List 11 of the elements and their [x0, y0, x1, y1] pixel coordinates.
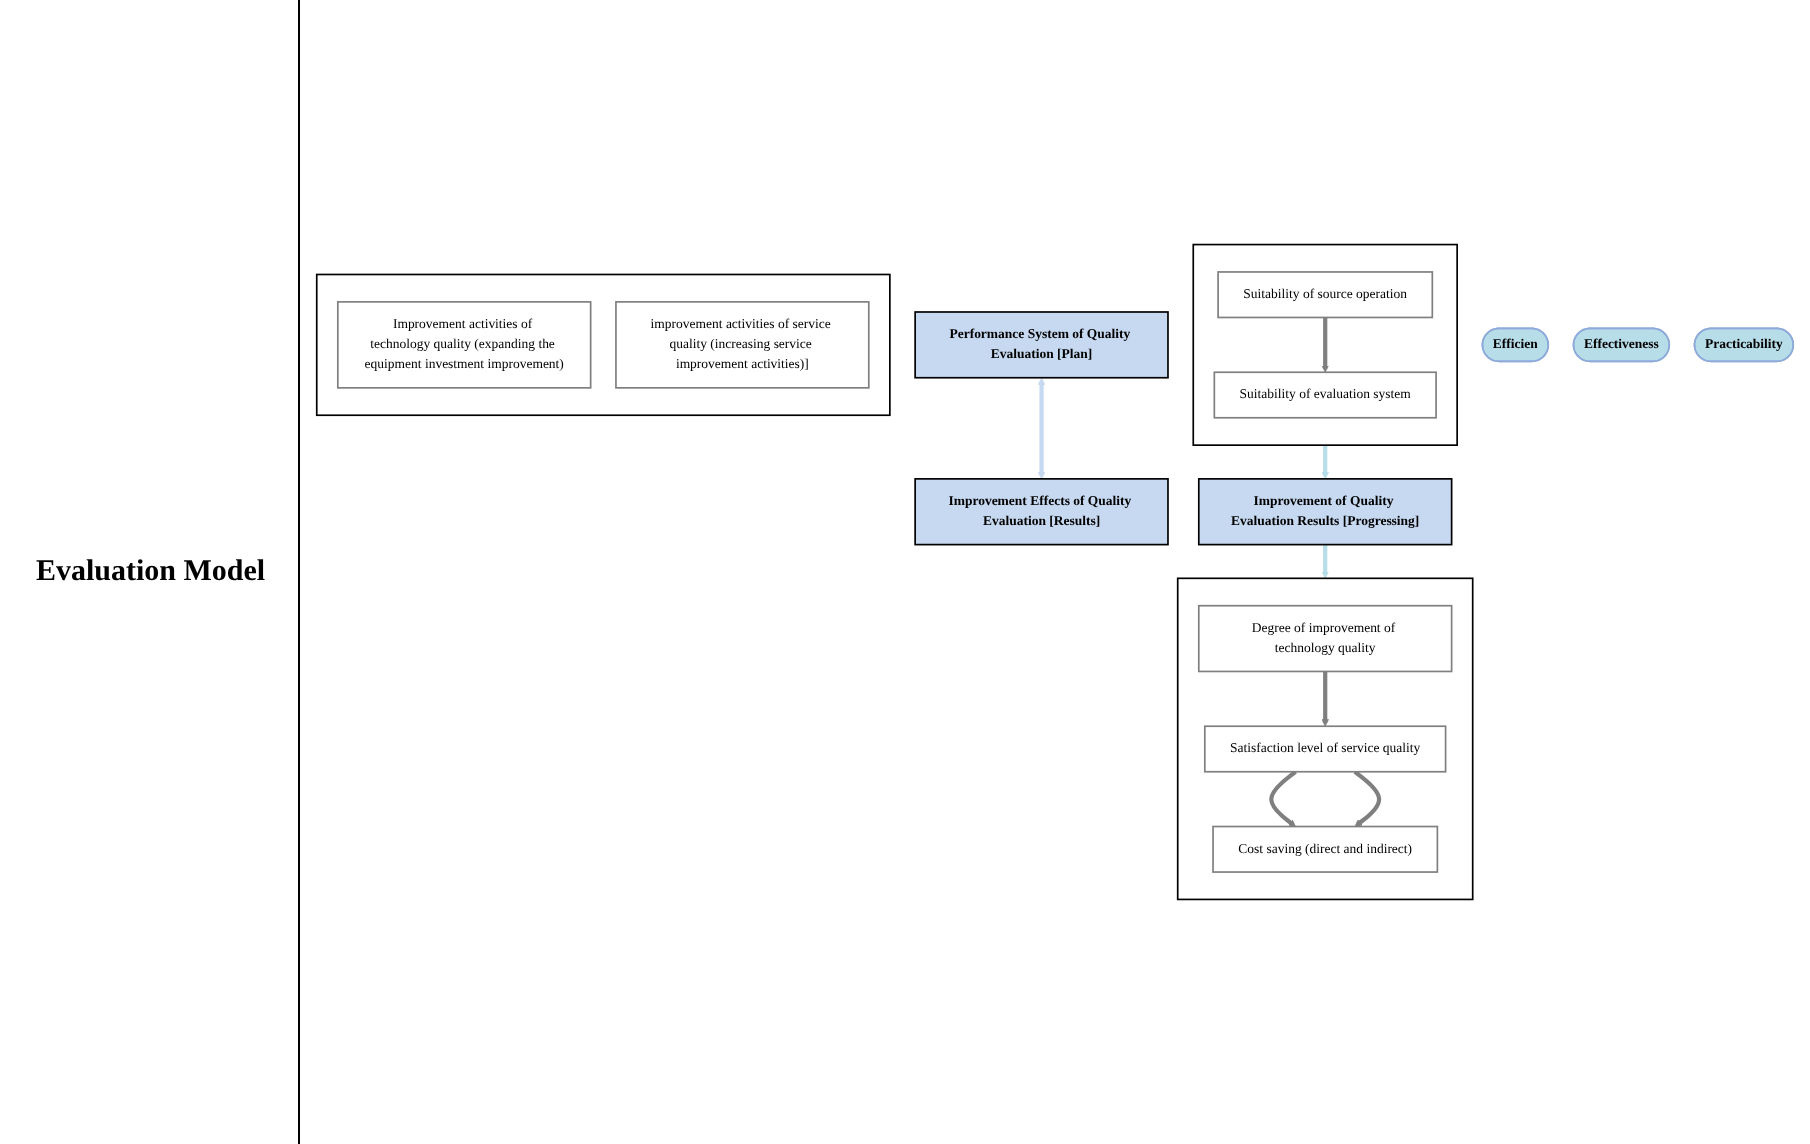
arrow	[1353, 770, 1382, 827]
row-label: Evaluation Model	[36, 555, 266, 589]
cluster	[1192, 243, 1458, 446]
arrow	[1269, 770, 1297, 827]
arrow	[1321, 445, 1329, 480]
arrow	[1037, 377, 1046, 480]
cluster	[315, 273, 891, 417]
arrow	[1321, 544, 1329, 579]
cluster	[1176, 577, 1474, 901]
arrow	[1321, 317, 1329, 373]
arrow	[1321, 671, 1329, 727]
